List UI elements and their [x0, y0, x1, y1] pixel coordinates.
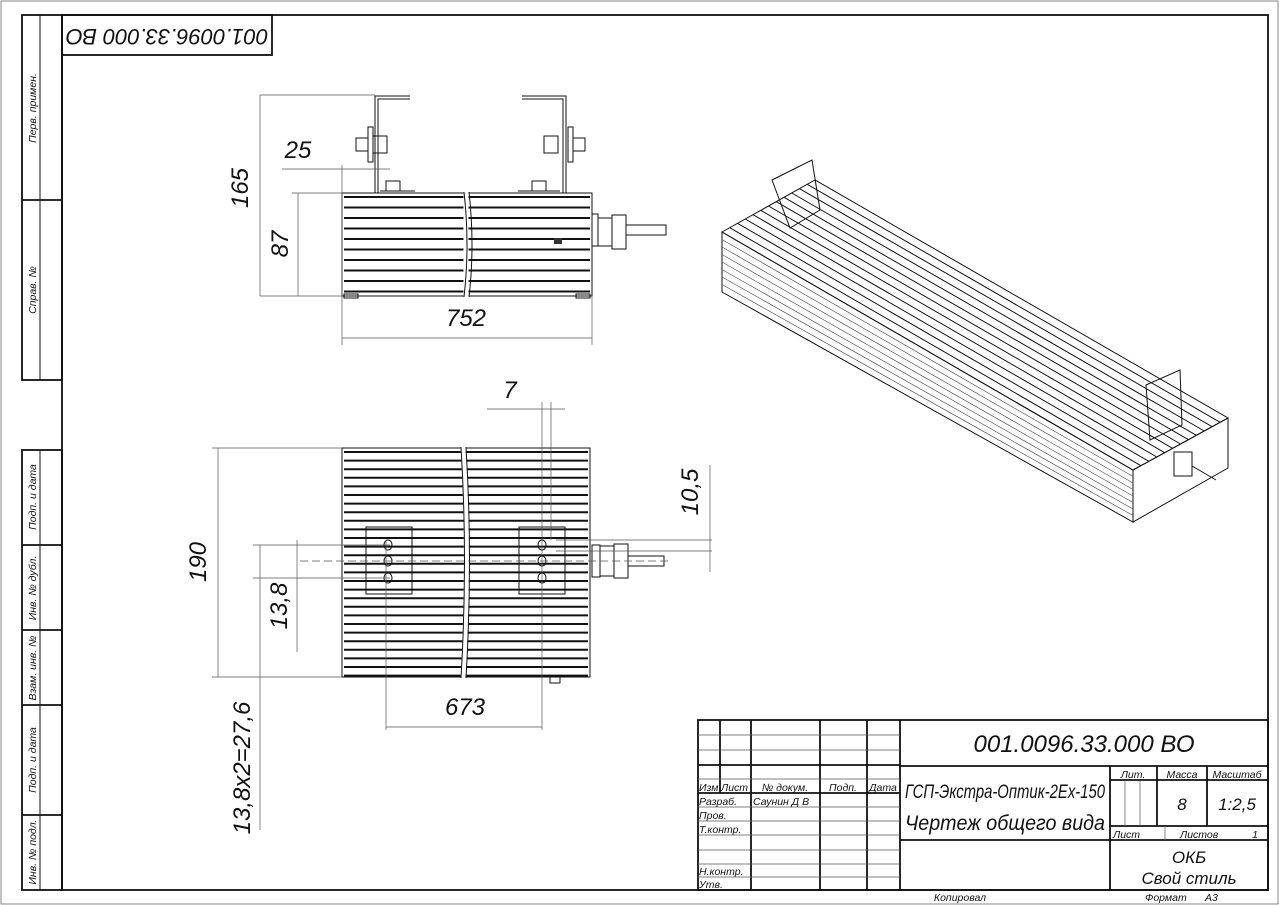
mass-label: Масса — [1166, 769, 1197, 781]
fin-line — [799, 188, 1213, 428]
dimension-7: 7 — [503, 377, 518, 404]
fin-line — [752, 214, 1165, 454]
fin-line — [737, 222, 1150, 462]
fin-line — [721, 284, 1134, 516]
format-label: Формат — [1145, 892, 1187, 904]
side-view: 25 165 87 752 — [227, 94, 667, 345]
scale-value: 1:2,5 — [1218, 795, 1256, 814]
dimension-87: 87 — [267, 229, 294, 257]
sheet-label: Лист — [1112, 829, 1140, 841]
side-label: Справ. № — [27, 266, 39, 314]
fin-line — [721, 239, 1134, 477]
side-label: Перв. примен. — [27, 73, 39, 143]
dimension-752: 752 — [446, 305, 486, 332]
dimension-10-5: 10,5 — [677, 468, 704, 515]
drawing-type: Чертеж общего вида — [905, 812, 1105, 835]
fin-line — [721, 269, 1134, 503]
isometric-view — [720, 159, 1230, 523]
format-value: А3 — [1204, 892, 1218, 904]
fin-line — [775, 201, 1189, 441]
role-tech-control: Т.контр. — [699, 824, 741, 836]
scale-label: Масштаб — [1212, 769, 1262, 781]
side-label: Инв. № подл. — [27, 819, 39, 884]
role-checker: Пров. — [699, 810, 727, 822]
fin-line — [791, 192, 1205, 432]
product-name: ГСП-Экстра-Оптик-2Ex-150 — [905, 782, 1105, 803]
fin-line — [783, 196, 1197, 436]
dimension-190: 190 — [185, 541, 212, 582]
role-developer: Разраб. — [699, 796, 737, 808]
role-approved: Утв. — [698, 879, 723, 891]
fin-line — [721, 276, 1134, 510]
dimension-27-6: 13,8x2=27,6 — [229, 701, 256, 834]
side-label: Взам. инв. № — [27, 636, 39, 701]
dimension-673: 673 — [445, 694, 486, 721]
copied-label: Копировал — [934, 892, 986, 904]
fin-line — [760, 209, 1173, 449]
fin-line — [807, 183, 1221, 423]
fin-line — [768, 205, 1181, 445]
side-label: Подп. и дата — [27, 727, 39, 793]
svg-text:001.0096.33.000 ВО: 001.0096.33.000 ВО — [66, 24, 269, 49]
mass-value: 8 — [1177, 795, 1187, 814]
side-label: Инв. № дубл. — [27, 556, 39, 621]
header-doc-no: № докум. — [762, 782, 808, 794]
rotated-designation-stamp: 001.0096.33.000 ВО — [61, 14, 273, 56]
dimension-25: 25 — [284, 137, 312, 164]
role-norm-control: Н.контр. — [699, 866, 743, 878]
sheets-value: 1 — [1252, 829, 1258, 841]
org-line-1: ОКБ — [1172, 848, 1206, 867]
header-date: Дата — [868, 782, 897, 794]
fin-line — [721, 254, 1134, 490]
header-list: Лист — [720, 782, 748, 794]
plan-view: 7 10,5 190 13,8 13,8x2=27,6 673 — [185, 377, 712, 834]
dimension-13-8: 13,8 — [266, 582, 293, 629]
fin-line — [744, 218, 1158, 458]
left-strip: Перв. примен. Справ. № Подп. и дата Инв.… — [21, 14, 63, 891]
fin-line — [721, 261, 1134, 497]
developer-name: Саунин Д В — [753, 796, 809, 808]
fin-line — [721, 246, 1134, 484]
org-line-2: Свой стиль — [1141, 869, 1236, 888]
sheets-label: Листов — [1179, 829, 1219, 841]
fin-line — [729, 227, 1142, 467]
dimension-165: 165 — [227, 167, 254, 208]
side-label: Подп. и дата — [27, 464, 39, 530]
header-signature: Подп. — [829, 782, 857, 794]
header-izm: Изм — [699, 782, 718, 794]
title-block: Изм Лист № докум. Подп. Дата Разраб. Сау… — [697, 719, 1269, 891]
lit-label: Лит. — [1120, 769, 1146, 781]
designation: 001.0096.33.000 ВО — [974, 731, 1195, 758]
